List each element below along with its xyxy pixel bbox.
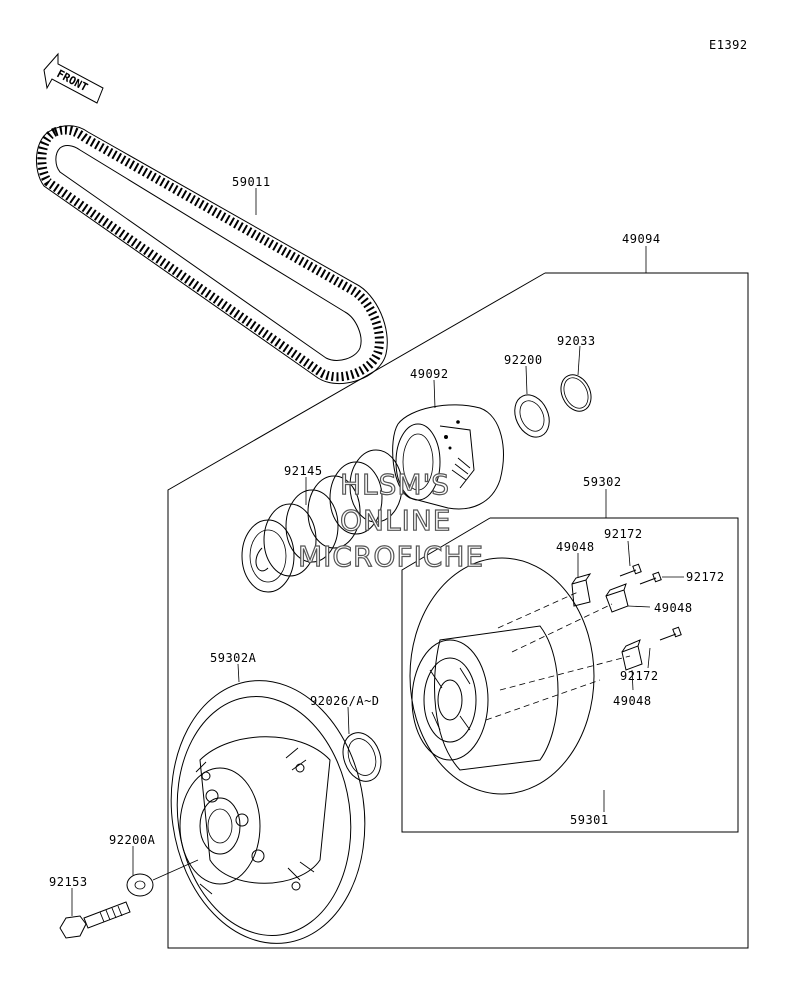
front-arrow-icon: FRONT xyxy=(43,52,104,104)
shoe-3 xyxy=(621,639,643,671)
label-92172-1: 92172 xyxy=(604,527,643,541)
label-49094: 49094 xyxy=(622,232,661,246)
snap-ring xyxy=(560,374,592,412)
washer-top xyxy=(514,394,550,438)
label-49048-2: 49048 xyxy=(654,601,693,615)
movable-sheave xyxy=(409,557,631,795)
label-92033: 92033 xyxy=(557,334,596,348)
label-92026: 92026/A~D xyxy=(310,694,380,708)
label-92200A: 92200A xyxy=(109,833,156,847)
screw-3 xyxy=(659,626,682,641)
screw-2 xyxy=(639,571,662,585)
shoe-1 xyxy=(571,573,592,607)
shoe-2 xyxy=(605,583,629,613)
shim xyxy=(342,732,382,782)
washer-bottom xyxy=(126,859,199,897)
label-92172-3: 92172 xyxy=(620,669,659,683)
watermark-line-3: MICROFICHE xyxy=(298,540,484,573)
movable-sheave-assembly-outline xyxy=(401,517,739,833)
label-92200: 92200 xyxy=(504,353,543,367)
label-59011: 59011 xyxy=(232,175,271,189)
watermark-line-2: ONLINE xyxy=(340,504,451,537)
watermark-line-1: HLSM'S xyxy=(340,468,450,501)
spring xyxy=(241,449,403,593)
label-59302: 59302 xyxy=(583,475,622,489)
label-49048-3: 49048 xyxy=(613,694,652,708)
bolt xyxy=(59,901,131,939)
label-92145: 92145 xyxy=(284,464,323,478)
label-92172-2: 92172 xyxy=(686,570,725,584)
label-92153: 92153 xyxy=(49,875,88,889)
label-49048-1: 49048 xyxy=(556,540,595,554)
label-49092: 49092 xyxy=(410,367,449,381)
label-59302A: 59302A xyxy=(210,651,257,665)
screw-1 xyxy=(619,563,642,577)
assembly-outline xyxy=(167,272,749,949)
watermark: HLSM'S ONLINE MICROFICHE xyxy=(297,467,484,573)
drive-belt xyxy=(35,125,388,385)
label-59301: 59301 xyxy=(570,813,609,827)
fixed-sheave xyxy=(170,680,366,944)
diagram-code: E1392 xyxy=(709,38,748,52)
cam xyxy=(392,404,504,510)
